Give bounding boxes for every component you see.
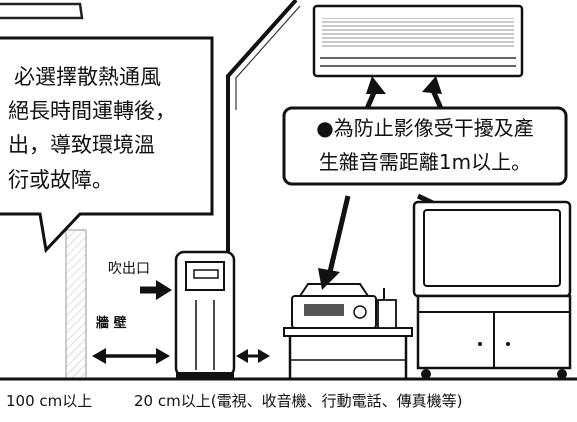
interference-note-line-1: ●為防止影像受干擾及產 — [316, 116, 534, 140]
air-conditioner-icon — [312, 4, 524, 78]
interference-note-frame — [282, 106, 568, 186]
warning-box-frame — [0, 36, 214, 254]
dimension-arrow-appliance — [236, 349, 270, 363]
roof-line — [226, 0, 298, 372]
wall-column — [65, 229, 87, 379]
outlet-label: 吹出口 — [108, 261, 150, 277]
wall-distance-caption: 100 cm以上 — [6, 392, 93, 410]
side-table — [283, 327, 413, 378]
warning-line-2: 絕長時間運轉後， — [8, 99, 176, 123]
appliance-distance-caption: 20 cm以上(電視、收音機、行動電話、傳真機等) — [134, 392, 463, 410]
outlet-arrow — [140, 280, 172, 300]
wall-label: 牆 壁 — [96, 316, 127, 331]
warning-line-4: 衍或故障。 — [8, 168, 113, 192]
dimension-arrow-wall — [92, 348, 170, 364]
warning-line-3: 出，導致環境溫 — [8, 133, 155, 157]
radio-cassette-icon — [291, 283, 377, 329]
television-icon — [412, 200, 572, 379]
interference-note-line-2: 生雜音需距離1m以上。 — [318, 150, 532, 174]
dehumidifier-icon — [174, 250, 236, 378]
cordless-phone-icon — [377, 288, 397, 329]
top-bracket — [0, 2, 84, 20]
roof-inner — [235, 5, 301, 110]
warning-line-1: 必選擇散熱通風 — [14, 65, 161, 89]
